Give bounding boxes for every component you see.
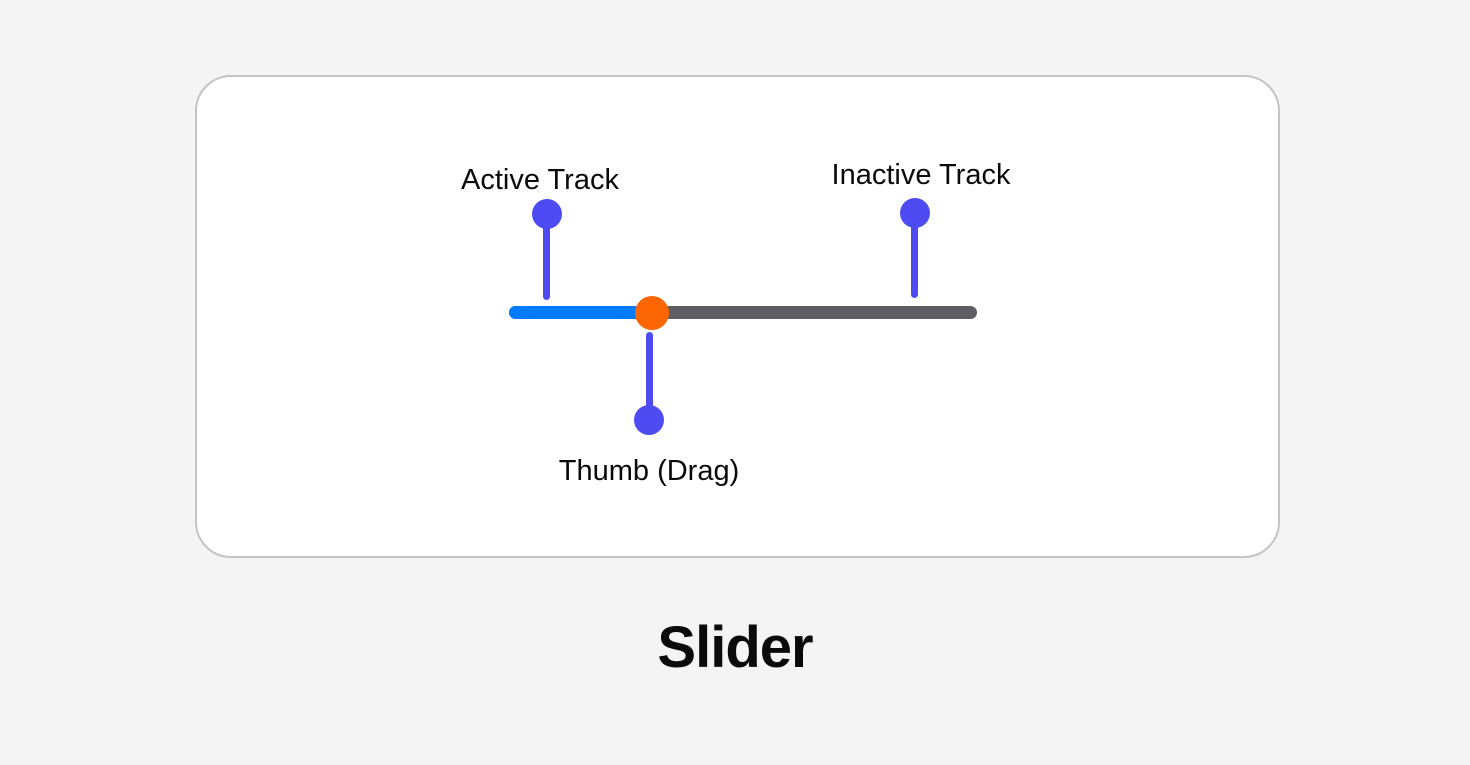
active-track-callout-stem — [543, 217, 550, 300]
thumb-label: Thumb (Drag) — [558, 455, 740, 487]
page-title: Slider — [657, 615, 813, 680]
slider-thumb[interactable] — [634, 295, 669, 330]
thumb-callout-stem — [646, 332, 653, 414]
active-track-label: Active Track — [461, 164, 619, 196]
inactive-track-callout-dot — [900, 198, 930, 228]
thumb-callout-dot — [634, 405, 664, 435]
inactive-track-label: Inactive Track — [831, 159, 1011, 191]
inactive-track-callout-stem — [911, 216, 918, 298]
slider-active-track[interactable] — [509, 306, 652, 319]
component-card: Active Track Inactive Track Thumb (Drag) — [195, 75, 1280, 558]
slider-control[interactable] — [509, 295, 977, 330]
active-track-callout-dot — [532, 199, 562, 229]
